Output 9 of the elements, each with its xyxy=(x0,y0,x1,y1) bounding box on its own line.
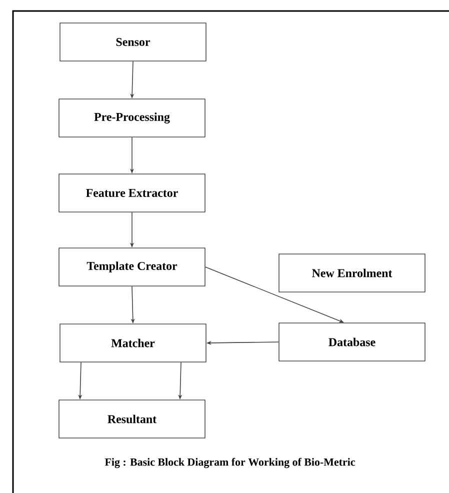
caption: Fig : Basic Block Diagram for Working of Bio-Metric xyxy=(104,458,355,468)
process-box: Feature Extractor xyxy=(58,174,206,212)
process-box: Pre-Processing xyxy=(58,98,206,138)
process-box: Matcher xyxy=(60,324,206,362)
process-box: Sensor xyxy=(60,22,206,62)
process-box: Resultant xyxy=(58,400,206,438)
process-box: New Enrolment xyxy=(278,254,426,292)
process-box: Template Creator xyxy=(58,248,206,286)
process-box: Database xyxy=(278,322,426,362)
